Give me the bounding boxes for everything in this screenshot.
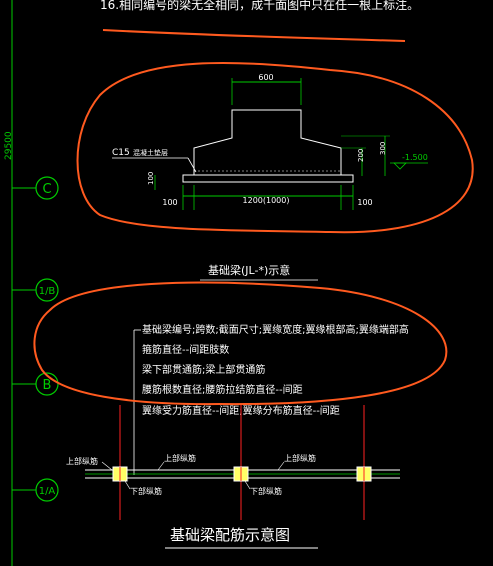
header-note: 16.相同编号的梁无全相同，成千面图中只在任一根上标注。 (100, 0, 419, 12)
label-top-rebar-1: 上部纵筋 (66, 456, 98, 466)
svg-text:B: B (43, 378, 52, 393)
note-line-1: 基础梁编号;跨数;截面尺寸;翼缘宽度;翼缘根部高;翼缘端部高 (142, 323, 409, 336)
svg-text:1/A: 1/A (39, 486, 56, 497)
label-bottom-rebar-1: 下部纵筋 (130, 486, 162, 496)
label-top-rebar-2: 上部纵筋 (164, 453, 196, 463)
markup-ellipse-section (76, 61, 474, 234)
axis-bubble-b[interactable]: B (35, 372, 59, 396)
label-bottom-rebar-2: 下部纵筋 (250, 486, 282, 496)
section-title: 基础梁(JL-*)示意 (208, 263, 290, 277)
dim-200: 200 (357, 149, 365, 162)
dim-600: 600 (258, 73, 273, 82)
note-line-2: 箍筋直径--间距肢数 (142, 343, 229, 356)
axis-bubble-c[interactable]: C (35, 176, 59, 200)
note-line-4: 腰筋根数直径;腰筋拉结筋直径--间距 (142, 383, 303, 396)
svg-text:1/B: 1/B (39, 286, 56, 297)
note-line-3: 梁下部贯通筋;梁上部贯通筋 (142, 363, 265, 376)
elevation-icon (393, 162, 407, 170)
dim-right-100: 100 (357, 198, 372, 207)
elevation-label: -1.500 (402, 153, 428, 162)
svg-text:C: C (42, 182, 51, 197)
concrete-bed (182, 174, 354, 183)
beam-diagram[interactable]: 上部纵筋 上部纵筋 上部纵筋 下部纵筋 下部纵筋 基础梁配筋示意图 (66, 405, 400, 549)
concrete-text: 混凝土垫层 (133, 148, 168, 157)
markup-underline (102, 29, 406, 42)
concrete-label: C15 (112, 148, 130, 158)
label-top-rebar-3: 上部纵筋 (284, 453, 316, 463)
section-detail[interactable]: 600 1200(1000) 100 100 100 200 300 -1.50… (112, 73, 428, 281)
dim-1200: 1200(1000) (243, 196, 290, 205)
dim-left-100: 100 (162, 198, 177, 207)
footing-profile (193, 109, 342, 175)
axis-bubble-1b[interactable]: 1/B (35, 278, 59, 302)
dim-300: 300 (379, 142, 387, 155)
axis-bubble-1a[interactable]: 1/A (35, 478, 59, 502)
markup-ellipse-notes (33, 281, 448, 406)
grid-dimension: 29500 (4, 131, 14, 160)
beam-diagram-title: 基础梁配筋示意图 (170, 526, 290, 544)
dim-left-side: 100 (147, 172, 155, 185)
rebar-notes[interactable]: 基础梁编号;跨数;截面尺寸;翼缘宽度;翼缘根部高;翼缘端部高 箍筋直径--间距肢… (133, 323, 409, 475)
